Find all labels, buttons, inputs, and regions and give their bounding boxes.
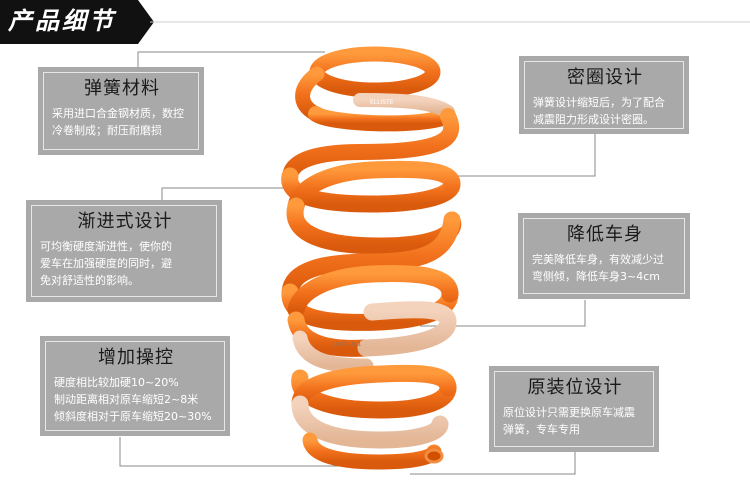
spring-coils bbox=[281, 46, 462, 470]
card-frame: 降低车身 完美降低车身，有效减少过 弯侧倾，降低车身3~4cm bbox=[523, 218, 685, 294]
spring-label-bottom: 10-01-0-1 bbox=[332, 341, 362, 348]
card-improved-handling: 增加操控 硬度相比较加硬10~20% 制动距离相对原车缩短2~8米 倾斜度相对于… bbox=[40, 336, 230, 436]
card-title: 渐进式设计 bbox=[77, 211, 173, 232]
card-text-line: 完美降低车身，有效减少过 bbox=[532, 253, 664, 266]
card-dense-coil-design: 密圈设计 弹簧设计缩短后，为了配合 减震阻力形成设计密圈。 bbox=[519, 56, 689, 134]
card-text-line: 硬度相比较加硬10~20% bbox=[54, 376, 179, 389]
spring-label-top: ELLISTE bbox=[370, 99, 394, 106]
header-banner: 产品细节 bbox=[0, 0, 750, 44]
card-text-line: 制动距离相对原车缩短2~8米 bbox=[54, 393, 199, 406]
card-text-line: 弯侧倾，降低车身3~4cm bbox=[532, 270, 660, 283]
card-title: 降低车身 bbox=[567, 224, 643, 245]
card-text-line: 原位设计只需更换原车减震 bbox=[503, 406, 635, 419]
card-text-line: 爱车在加强硬度的同时，避 bbox=[40, 257, 172, 270]
card-text-line: 免对舒适性的影响。 bbox=[40, 274, 139, 287]
card-lower-body: 降低车身 完美降低车身，有效减少过 弯侧倾，降低车身3~4cm bbox=[518, 213, 690, 299]
card-title: 增加操控 bbox=[98, 347, 174, 368]
banner-shape bbox=[0, 0, 750, 44]
card-text-line: 弹簧，专车专用 bbox=[503, 423, 580, 436]
card-text-line: 采用进口合金钢材质，数控 bbox=[52, 107, 184, 120]
card-frame: 弹簧材料 采用进口合金钢材质，数控 冷卷制成；耐压耐磨损 bbox=[43, 72, 199, 150]
card-text-line: 可均衡硬度渐进性，使你的 bbox=[40, 240, 172, 253]
card-title: 密圈设计 bbox=[567, 67, 643, 88]
banner-title: 产品细节 bbox=[8, 6, 116, 35]
card-frame: 原装位设计 原位设计只需更换原车减震 弹簧，专车专用 bbox=[494, 371, 654, 447]
card-text-line: 减震阻力形成设计密圈。 bbox=[533, 113, 654, 126]
card-original-fit-design: 原装位设计 原位设计只需更换原车减震 弹簧，专车专用 bbox=[489, 366, 659, 452]
card-text-line: 倾斜度相对于原车缩短20~30% bbox=[54, 410, 212, 423]
card-progressive-design: 渐进式设计 可均衡硬度渐进性，使你的 爱车在加强硬度的同时，避 免对舒适性的影响… bbox=[26, 200, 222, 302]
connector-lines bbox=[119, 51, 596, 475]
card-text-line: 冷卷制成；耐压耐磨损 bbox=[52, 124, 162, 137]
card-title: 弹簧材料 bbox=[84, 78, 160, 99]
card-frame: 增加操控 硬度相比较加硬10~20% 制动距离相对原车缩短2~8米 倾斜度相对于… bbox=[45, 341, 225, 431]
card-text-line: 弹簧设计缩短后，为了配合 bbox=[533, 96, 665, 109]
card-title: 原装位设计 bbox=[527, 377, 623, 398]
card-frame: 渐进式设计 可均衡硬度渐进性，使你的 爱车在加强硬度的同时，避 免对舒适性的影响… bbox=[31, 205, 217, 297]
card-frame: 密圈设计 弹簧设计缩短后，为了配合 减震阻力形成设计密圈。 bbox=[524, 61, 684, 129]
card-spring-material: 弹簧材料 采用进口合金钢材质，数控 冷卷制成；耐压耐磨损 bbox=[38, 67, 204, 155]
